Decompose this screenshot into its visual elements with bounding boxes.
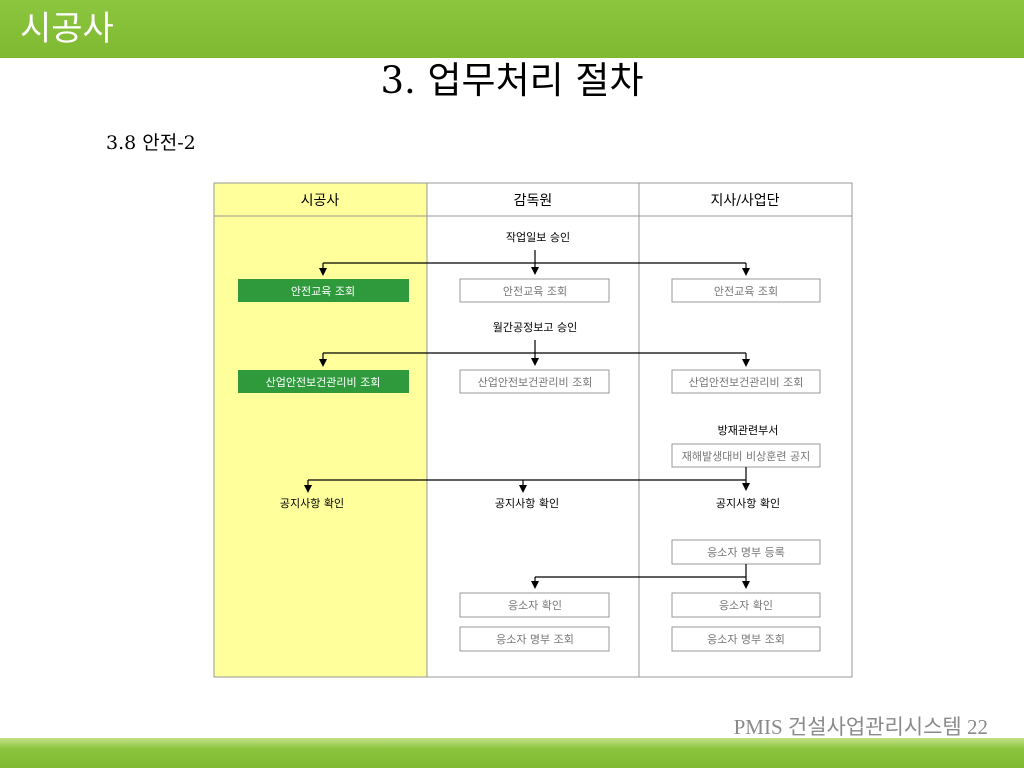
label-monthly-report-approval: 월간공정보고 승인 <box>493 321 577 334</box>
box-safety-cost-contractor-label: 산업안전보건관리비 조회 <box>266 376 381 389</box>
box-safety-edu-contractor[interactable] <box>238 279 409 302</box>
label-daily-report-approval: 작업일보 승인 <box>506 230 570 244</box>
label-notice-check-supervisor: 공지사항 확인 <box>495 497 559 510</box>
box-safety-cost-supervisor[interactable] <box>459 369 610 394</box>
box-safety-edu-supervisor[interactable] <box>459 278 610 303</box>
column-header-branch: 지사/사업단 <box>710 193 779 209</box>
connector-3 <box>304 467 750 493</box>
box-safety-edu-branch-label: 안전교육 조회 <box>714 285 778 298</box>
box-safety-cost-contractor[interactable] <box>238 370 409 393</box>
branch-header-bg <box>640 184 851 215</box>
box-safety-edu-supervisor-label: 안전교육 조회 <box>503 285 567 298</box>
bottom-bar <box>0 738 1024 768</box>
box-responder-check-branch[interactable] <box>671 592 821 618</box>
box-responder-list-supervisor[interactable] <box>459 626 610 652</box>
contractor-header-bg <box>215 184 426 215</box>
connector-1 <box>319 250 750 276</box>
header-title: 시공사 <box>20 9 114 49</box>
box-responder-register[interactable] <box>671 539 821 565</box>
box-responder-list-branch-label: 응소자 명부 조회 <box>707 633 785 646</box>
box-safety-cost-branch-label: 산업안전보건관리비 조회 <box>689 376 804 389</box>
box-safety-cost-supervisor-label: 산업안전보건관리비 조회 <box>478 376 593 389</box>
connector-4 <box>531 564 750 589</box>
box-disaster-drill-notice-label: 재해발생대비 비상훈련 공지 <box>682 449 810 463</box>
top-header-bar: 시공사 <box>0 0 1024 58</box>
label-notice-check-branch: 공지사항 확인 <box>716 497 780 510</box>
label-notice-check-contractor: 공지사항 확인 <box>280 497 344 510</box>
box-responder-check-supervisor-label: 응소자 확인 <box>508 599 562 612</box>
box-responder-list-supervisor-label: 응소자 명부 조회 <box>496 633 574 646</box>
box-responder-check-branch-label: 응소자 확인 <box>719 599 773 612</box>
page-title: 3. 업무처리 절차 <box>380 59 644 102</box>
connector-2 <box>319 340 750 367</box>
box-responder-register-label: 응소자 명부 등록 <box>707 546 785 559</box>
diagram-frame <box>213 182 853 678</box>
column-header-contractor: 시공사 <box>301 193 340 209</box>
section-title: 3.8 안전-2 <box>106 132 196 154</box>
box-safety-edu-contractor-label: 안전교육 조회 <box>291 285 355 298</box>
supervisor-header-bg <box>428 184 638 215</box>
label-disaster-dept: 방재관련부서 <box>718 424 779 437</box>
box-responder-list-branch[interactable] <box>671 626 821 652</box>
box-responder-check-supervisor[interactable] <box>459 592 610 618</box>
contractor-column-bg <box>214 183 427 677</box>
footer-text: PMIS 건설사업관리시스템 22 <box>733 715 988 739</box>
box-safety-edu-branch[interactable] <box>671 278 821 303</box>
column-header-supervisor: 감독원 <box>514 193 553 209</box>
box-safety-cost-branch[interactable] <box>671 369 821 394</box>
